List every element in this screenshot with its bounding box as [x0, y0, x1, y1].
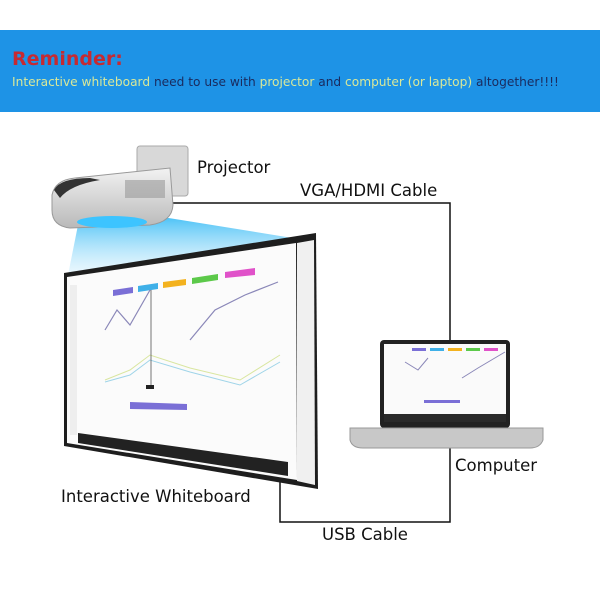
reminder-message: Interactive whiteboard need to use with … [12, 75, 559, 89]
projector-icon [51, 145, 189, 229]
interactive-whiteboard [64, 233, 318, 489]
projector-beam [68, 215, 305, 275]
laptop-icon [349, 340, 544, 449]
whiteboard-label: Interactive Whiteboard [61, 487, 251, 506]
reminder-title: Reminder: [12, 48, 123, 70]
msg-text-2: and [314, 75, 346, 89]
computer-label: Computer [455, 456, 538, 475]
projector-label: Projector [197, 158, 271, 177]
msg-computer: computer (or laptop) [345, 75, 473, 89]
vga-hdmi-cable [173, 202, 451, 340]
msg-text-1: need to use with [150, 75, 260, 89]
msg-text-3: altogether!!!! [472, 75, 559, 89]
msg-projector: projector [259, 75, 315, 89]
reminder-banner: Reminder: Interactive whiteboard need to… [0, 30, 600, 112]
usb-cable [279, 448, 451, 523]
whiteboard-screen-tabs [113, 268, 255, 296]
msg-whiteboard: Interactive whiteboard [12, 75, 151, 89]
vga-hdmi-cable-label: VGA/HDMI Cable [300, 181, 438, 200]
usb-cable-label: USB Cable [322, 525, 408, 544]
